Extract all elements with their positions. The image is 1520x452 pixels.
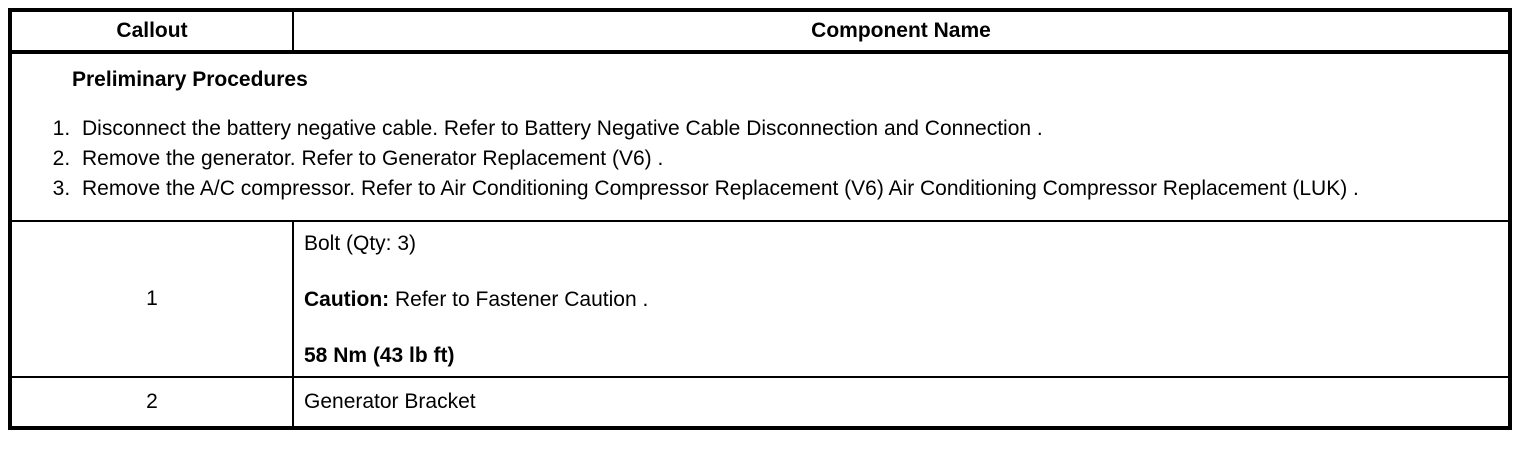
component-callout-table: Callout Component Name Preliminary Proce… (8, 8, 1512, 430)
table-row: 2 Generator Bracket (9, 376, 1511, 429)
callout-column-header: Callout (9, 9, 294, 54)
torque-spec: 58 Nm (43 lb ft) (304, 344, 455, 367)
preliminary-step-3: Remove the A/C compressor. Refer to Air … (76, 174, 1494, 204)
caution-note: Caution: Refer to Fastener Caution . (304, 286, 1496, 314)
component-name-column-header: Component Name (292, 9, 1511, 54)
component-cell-generator-bracket: Generator Bracket (292, 376, 1511, 429)
preliminary-step-2: Remove the generator. Refer to Generator… (76, 144, 1494, 174)
preliminary-procedures-cell: Preliminary Procedures Disconnect the ba… (9, 51, 1511, 222)
table-row: 1 Bolt (Qty: 3) Caution: Refer to Fasten… (9, 220, 1511, 378)
bolt-description: Bolt (Qty: 3) (304, 232, 417, 255)
preliminary-step-1: Disconnect the battery negative cable. R… (76, 114, 1494, 144)
preliminary-steps-list: Disconnect the battery negative cable. R… (24, 114, 1494, 204)
caution-text: Refer to Fastener Caution . (395, 288, 649, 311)
table-header-row: Callout Component Name (9, 9, 1511, 54)
preliminary-procedures-row: Preliminary Procedures Disconnect the ba… (9, 51, 1511, 222)
component-cell-bolt: Bolt (Qty: 3) Caution: Refer to Fastener… (292, 220, 1511, 378)
callout-number-2: 2 (9, 376, 294, 429)
preliminary-procedures-title: Preliminary Procedures (72, 68, 308, 91)
callout-number-1: 1 (9, 220, 294, 378)
caution-label: Caution: (304, 288, 390, 311)
